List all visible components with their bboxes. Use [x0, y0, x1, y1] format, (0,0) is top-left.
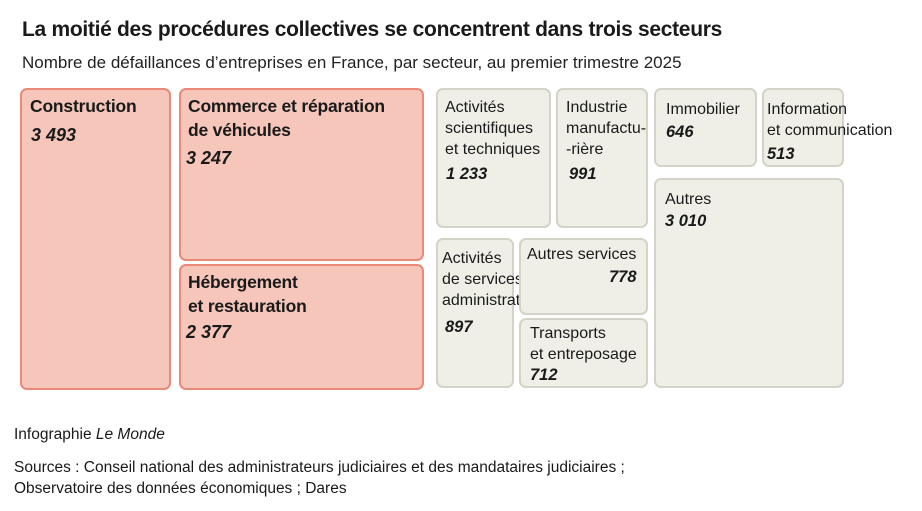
sources: Sources : Conseil national des administr…: [14, 459, 625, 498]
treemap-cell-value: 646: [666, 123, 694, 141]
treemap-cell-commerce: Commerce et réparation de véhicules 3 247: [179, 88, 424, 261]
treemap-cell-value: 712: [530, 366, 558, 384]
treemap-cell-label: Immobilier: [666, 101, 740, 118]
treemap-cell-immobilier: Immobilier 646: [654, 88, 757, 167]
treemap-cell-autres: Autres 3 010: [654, 178, 844, 388]
chart-subtitle: Nombre de défaillances d’entreprises en …: [22, 53, 682, 72]
treemap-cell-label: Hébergement et restauration: [188, 272, 307, 316]
treemap-cell-label: Autres: [665, 191, 712, 208]
treemap-cell-label: Industrie manufactu- -rière: [566, 99, 647, 158]
treemap-cell-label: Commerce et réparation de véhicules: [188, 96, 385, 140]
treemap-cell-label: Transports et entreposage: [530, 325, 637, 363]
treemap: Construction 3 493 Commerce et réparation …: [20, 88, 892, 390]
credit: Infographie Le Monde: [14, 426, 165, 444]
credit-brand: Le Monde: [95, 426, 165, 443]
treemap-cell-value: 513: [767, 145, 795, 163]
treemap-cell-label: Information et communication: [767, 101, 893, 139]
treemap-cell-value: 897: [445, 318, 473, 336]
credit-prefix: Infographie: [14, 426, 96, 443]
treemap-cell-value: 1 233: [446, 165, 488, 183]
treemap-cell-activites-administratives: Activités de services administratifs 897: [436, 238, 536, 388]
treemap-cell-autres-services: Autres services 778: [519, 238, 648, 315]
treemap-cell-value: 3 493: [31, 125, 77, 145]
treemap-cell-transports: Transports et entreposage 712: [519, 318, 648, 388]
treemap-cell-label: Activités de services administratifs: [442, 250, 537, 309]
treemap-cell-value: 3 247: [186, 148, 232, 168]
treemap-cell-value: 991: [569, 165, 597, 183]
treemap-cell-value: 2 377: [186, 322, 232, 342]
treemap-cell-label: Autres services: [527, 246, 637, 263]
treemap-cell-hebergement: Hébergement et restauration 2 377: [179, 264, 424, 390]
treemap-cell-activites-scientifiques: Activités scientifiques et techniques 1 2…: [436, 88, 551, 228]
treemap-cell-value: 778: [609, 268, 637, 286]
treemap-cell-label: Activités scientifiques et techniques: [445, 99, 541, 158]
treemap-cell-value: 3 010: [665, 212, 707, 230]
treemap-cell-industrie: Industrie manufactu- -rière 991: [556, 88, 648, 228]
treemap-cell-information: Information et communication 513: [762, 88, 892, 167]
treemap-cell-label: Construction: [30, 96, 137, 116]
treemap-cell-construction: Construction 3 493: [20, 88, 171, 390]
chart-title: La moitié des procédures collectives se …: [22, 18, 722, 41]
